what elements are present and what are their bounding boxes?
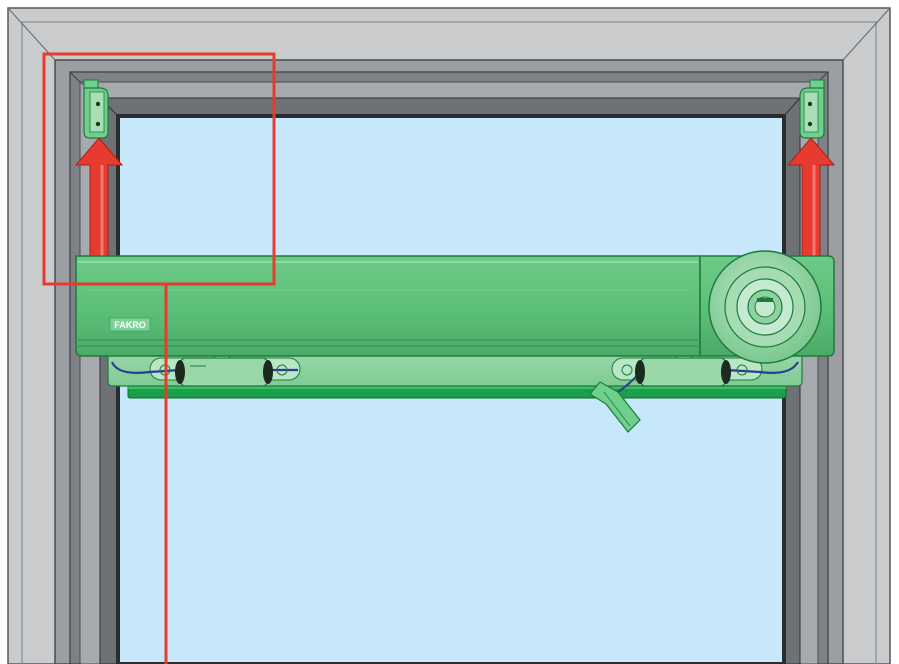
right-mounting-bracket: [799, 79, 825, 139]
svg-text:FAKRO: FAKRO: [114, 320, 146, 330]
left-mounting-bracket: [83, 79, 109, 139]
fakro-logo: FAKRO: [109, 317, 151, 332]
cable-plug: [589, 381, 641, 433]
detail-highlight-box: [42, 52, 276, 664]
actuator-housing: FAKRO: [75, 250, 835, 433]
motor-end-cap: [699, 250, 835, 364]
